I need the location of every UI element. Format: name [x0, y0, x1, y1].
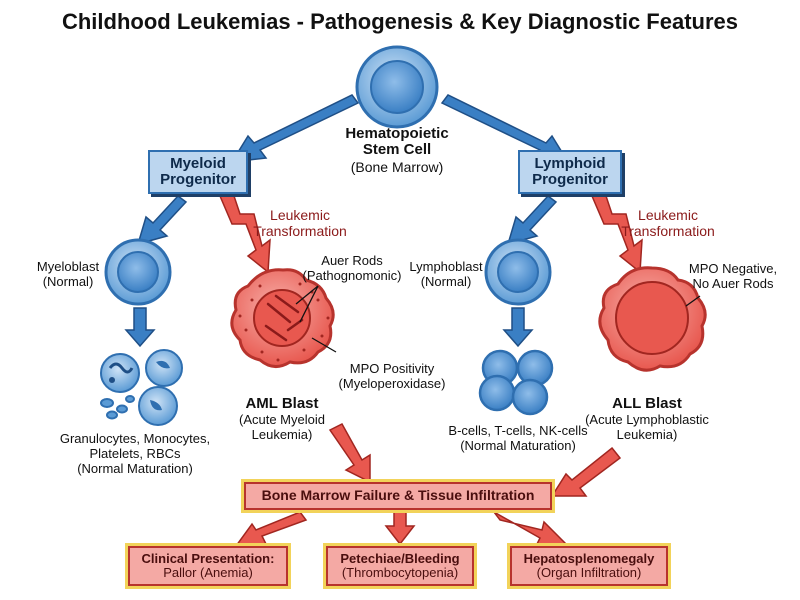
aml-full-line2: Leukemia): [251, 427, 313, 442]
stem-cell-name-line2: Stem Cell: [362, 141, 432, 158]
all-blast-cell: [598, 266, 707, 372]
arrow-leukemic-left: [218, 195, 271, 274]
outcome-1-sub: Pallor (Anemia): [163, 565, 253, 580]
mpo-positivity-line1: MPO Positivity: [349, 361, 435, 376]
outcome-box-petechiae: Petechiae/Bleeding (Thrombocytopenia): [324, 544, 476, 588]
outcome-3-main: Hepatosplenomegaly: [523, 550, 655, 566]
annotation-lines: [295, 285, 701, 353]
auer-rods-line1: Auer Rods: [321, 253, 383, 268]
leukemic-left-line2: Transformation: [253, 223, 347, 239]
arrow-leukemic-right: [590, 195, 643, 274]
red-arrows: [218, 195, 643, 547]
all-full-line1: (Acute Lymphoblastic: [585, 412, 709, 427]
all-mpo-line2: No Auer Rods: [692, 276, 774, 291]
outcome-2-main: Petechiae/Bleeding: [340, 550, 460, 566]
leukemic-right-line2: Transformation: [621, 223, 715, 239]
diagram-title: Childhood Leukemias - Pathogenesis & Key…: [61, 9, 739, 34]
arrow-stem-to-myeloid: [230, 94, 360, 163]
stem-cell-graphic: [355, 45, 439, 129]
mature-myeloid-cells: [100, 349, 183, 426]
all-blast-title: ALL Blast: [612, 395, 682, 412]
aml-blast-title: AML Blast: [245, 395, 319, 412]
lymphoid-progenitor-line1: Lymphoid: [534, 154, 606, 172]
lymphoblast-label-line1: Lymphoblast: [409, 259, 483, 274]
myeloid-mature-line2: Platelets, RBCs: [89, 446, 181, 461]
blue-arrows: [124, 94, 570, 348]
stem-cell-location: (Bone Marrow): [350, 159, 444, 175]
myeloblast-cell: [104, 238, 172, 306]
mpo-positivity-line2: (Myeloperoxidase): [338, 376, 446, 391]
myeloblast-label-line2: (Normal): [42, 274, 94, 289]
arrow-myeloblast-down: [124, 307, 156, 348]
lymphoid-mature-line2: (Normal Maturation): [460, 438, 576, 453]
leukemic-left-line1: Leukemic: [270, 207, 330, 223]
myeloid-progenitor-line1: Myeloid: [170, 154, 226, 172]
arrow-aml-to-failure: [328, 423, 371, 484]
arrow-failure-to-outcome-3: [493, 511, 568, 547]
lymphoid-progenitor-box: Lymphoid Progenitor: [518, 150, 622, 194]
arrow-lymphoid-to-lymphoblast: [506, 194, 558, 246]
bone-marrow-failure-label: Bone Marrow Failure & Tissue Infiltratio…: [261, 487, 535, 504]
lymphoblast-label-line2: (Normal): [420, 274, 472, 289]
lymphoid-progenitor-line2: Progenitor: [532, 171, 608, 188]
all-mpo-line1: MPO Negative,: [688, 261, 778, 276]
aml-blast-cell: [230, 268, 335, 368]
mature-lymphoid-cells: [478, 349, 554, 416]
lymphoblast-cell: [484, 238, 552, 306]
arrow-lymphoblast-down: [502, 307, 534, 348]
stem-cell-name-line1: Hematopoietic: [345, 125, 449, 142]
leukemic-right-line1: Leukemic: [638, 207, 698, 223]
aml-full-line1: (Acute Myeloid: [239, 412, 325, 427]
myeloid-progenitor-line2: Progenitor: [160, 171, 236, 188]
bone-marrow-failure-box: Bone Marrow Failure & Tissue Infiltratio…: [242, 480, 554, 512]
outcome-1-main: Clinical Presentation:: [141, 550, 275, 566]
lymphoid-mature-line1: B-cells, T-cells, NK-cells: [448, 423, 588, 438]
myeloid-mature-line1: Granulocytes, Monocytes,: [59, 431, 211, 446]
outcome-box-hepatosplenomegaly: Hepatosplenomegaly (Organ Infiltration): [508, 544, 670, 588]
outcome-2-sub: (Thrombocytopenia): [341, 565, 459, 580]
arrow-all-to-failure: [550, 446, 622, 497]
arrow-failure-to-outcome-2: [384, 511, 416, 546]
arrow-failure-to-outcome-1: [234, 511, 308, 547]
outcome-3-sub: (Organ Infiltration): [536, 565, 642, 580]
arrow-myeloid-to-myeloblast: [136, 194, 188, 246]
myeloblast-label-line1: Myeloblast: [36, 259, 100, 274]
auer-rods-line2: (Pathognomonic): [302, 268, 402, 283]
myeloid-progenitor-box: Myeloid Progenitor: [148, 150, 248, 194]
all-full-line2: Leukemia): [616, 427, 678, 442]
outcome-box-clinical-presentation: Clinical Presentation: Pallor (Anemia): [126, 544, 290, 588]
myeloid-mature-line3: (Normal Maturation): [77, 461, 193, 476]
